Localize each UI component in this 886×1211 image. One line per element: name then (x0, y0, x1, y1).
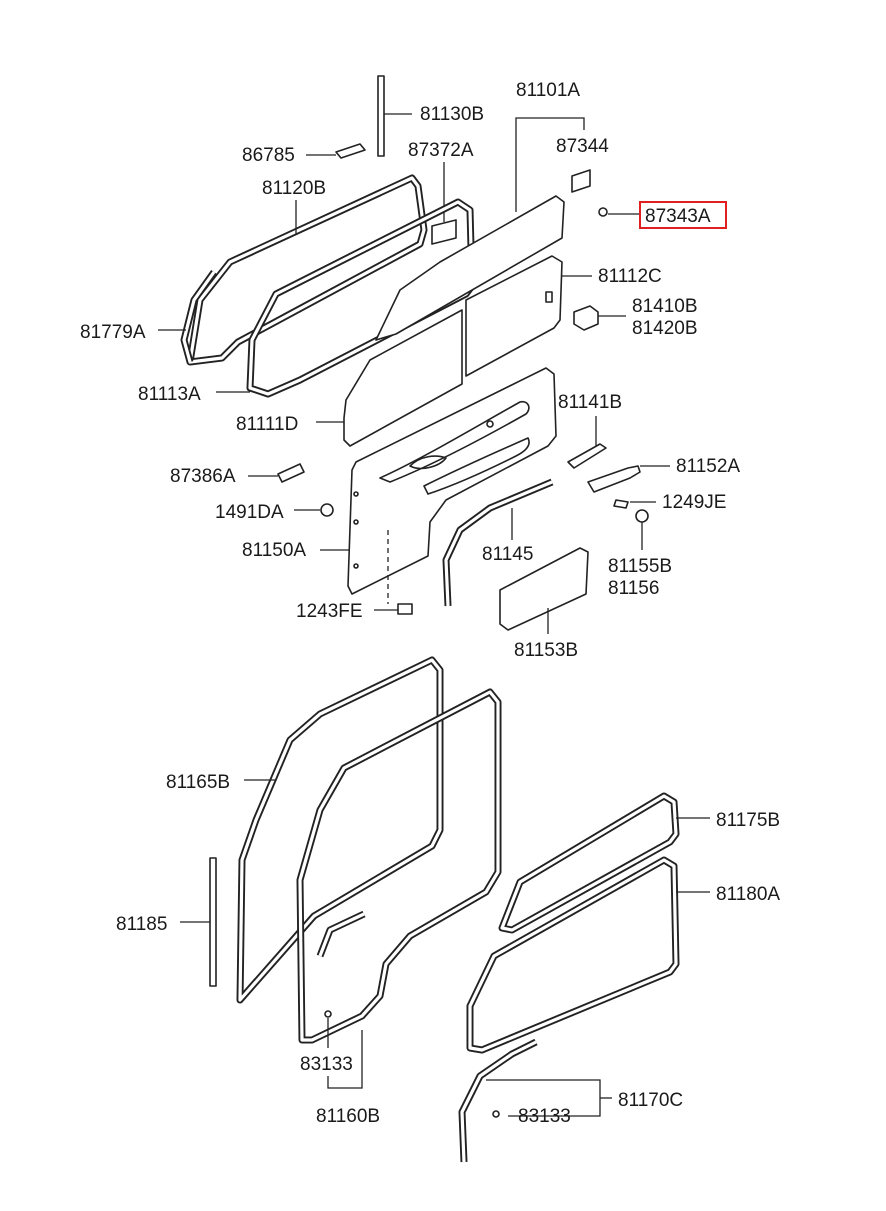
label-81112C[interactable]: 81112C (598, 266, 662, 287)
part-1491DA-grommet (320, 503, 334, 517)
label-83133-b[interactable]: 83133 (518, 1106, 571, 1127)
highlight-box-87343A (639, 201, 727, 229)
label-81165B[interactable]: 81165B (166, 772, 230, 793)
label-81155B[interactable]: 81155B (608, 556, 672, 577)
part-81170C-strip (458, 1038, 538, 1163)
part-81779A-strip-inner (182, 271, 216, 363)
label-81145[interactable]: 81145 (482, 544, 533, 565)
part-81150A-clip-hole-3 (353, 563, 359, 569)
part-81120B-seal-inner (188, 176, 426, 364)
part-81150A-clip-hole-2 (353, 519, 359, 525)
part-81170C-strip-inner (460, 1040, 537, 1163)
label-81120B[interactable]: 81120B (262, 178, 326, 199)
part-81112C-latch (545, 291, 553, 303)
part-81150A-armrest (379, 400, 530, 483)
leader-81101A (515, 117, 585, 212)
part-81112C-glass (465, 255, 563, 377)
part-81150A-switch (486, 420, 494, 428)
part-81141B-bracket (567, 443, 607, 469)
label-81170C[interactable]: 81170C (618, 1090, 683, 1111)
label-81160B[interactable]: 81160B (316, 1106, 380, 1127)
label-87344[interactable]: 87344 (556, 136, 609, 157)
part-81130B-strip (377, 75, 385, 157)
part-81155B-cap (635, 509, 649, 523)
label-81150A[interactable]: 81150A (242, 540, 306, 561)
label-81185[interactable]: 81185 (116, 914, 167, 935)
part-81150A-pocket (423, 437, 530, 495)
part-81153B-pocket (499, 547, 589, 631)
part-87386A-cover (277, 463, 305, 483)
part-81185-strip (209, 857, 217, 987)
part-81175B-seal-inner (500, 794, 678, 932)
part-81145-strip-inner (444, 480, 553, 607)
leader-81160B (327, 1030, 363, 1089)
part-81152A-handle (587, 465, 641, 493)
label-81111D[interactable]: 81111D (236, 414, 298, 435)
part-81150A-handle (409, 455, 447, 470)
part-83133-clip-b (492, 1110, 500, 1118)
part-81150A-trim (347, 367, 557, 595)
label-81779A[interactable]: 81779A (80, 322, 146, 343)
part-86785-clip (335, 143, 366, 159)
part-87344-cap (571, 169, 591, 193)
label-81156[interactable]: 81156 (608, 578, 659, 599)
part-1243FE-screw (397, 603, 413, 615)
label-81113A[interactable]: 81113A (138, 384, 201, 405)
label-87372A[interactable]: 87372A (408, 140, 474, 161)
label-81141B[interactable]: 81141B (558, 392, 622, 413)
label-81180A[interactable]: 81180A (716, 884, 780, 905)
part-81175B-seal (498, 792, 680, 934)
label-81152A[interactable]: 81152A (676, 456, 740, 477)
part-81165B-seal (236, 656, 444, 1004)
part-83133-clip-a (324, 1010, 332, 1018)
label-1491DA[interactable]: 1491DA (215, 502, 284, 523)
label-83133-a[interactable]: 83133 (300, 1054, 353, 1075)
part-87343A-screw (598, 207, 608, 217)
part-81180A-seal-inner (468, 858, 678, 1052)
part-81165B-seal-inner (238, 658, 442, 1002)
part-81111D-glass (343, 309, 463, 447)
label-81175B[interactable]: 81175B (716, 810, 780, 831)
label-87386A[interactable]: 87386A (170, 466, 236, 487)
part-81410B-latch (573, 305, 599, 331)
part-81160B-lip-inner (318, 912, 365, 957)
part-81160B-seal-inner (298, 690, 500, 1042)
label-87343A[interactable]: 87343A (645, 206, 711, 227)
label-86785[interactable]: 86785 (242, 145, 295, 166)
label-81130B[interactable]: 81130B (420, 104, 484, 125)
label-81420B[interactable]: 81420B (632, 318, 698, 339)
part-81101A-panel (375, 195, 565, 341)
label-81153B[interactable]: 81153B (514, 640, 578, 661)
part-81150A-clip-hole-1 (353, 491, 359, 497)
part-87372A-emblem (431, 219, 457, 245)
part-1249JE-screw (613, 499, 629, 509)
part-81180A-seal (466, 856, 680, 1054)
label-81410B[interactable]: 81410B (632, 296, 698, 317)
label-1243FE[interactable]: 1243FE (296, 601, 363, 622)
label-81101A[interactable]: 81101A (516, 80, 580, 101)
label-1249JE[interactable]: 1249JE (662, 492, 726, 513)
